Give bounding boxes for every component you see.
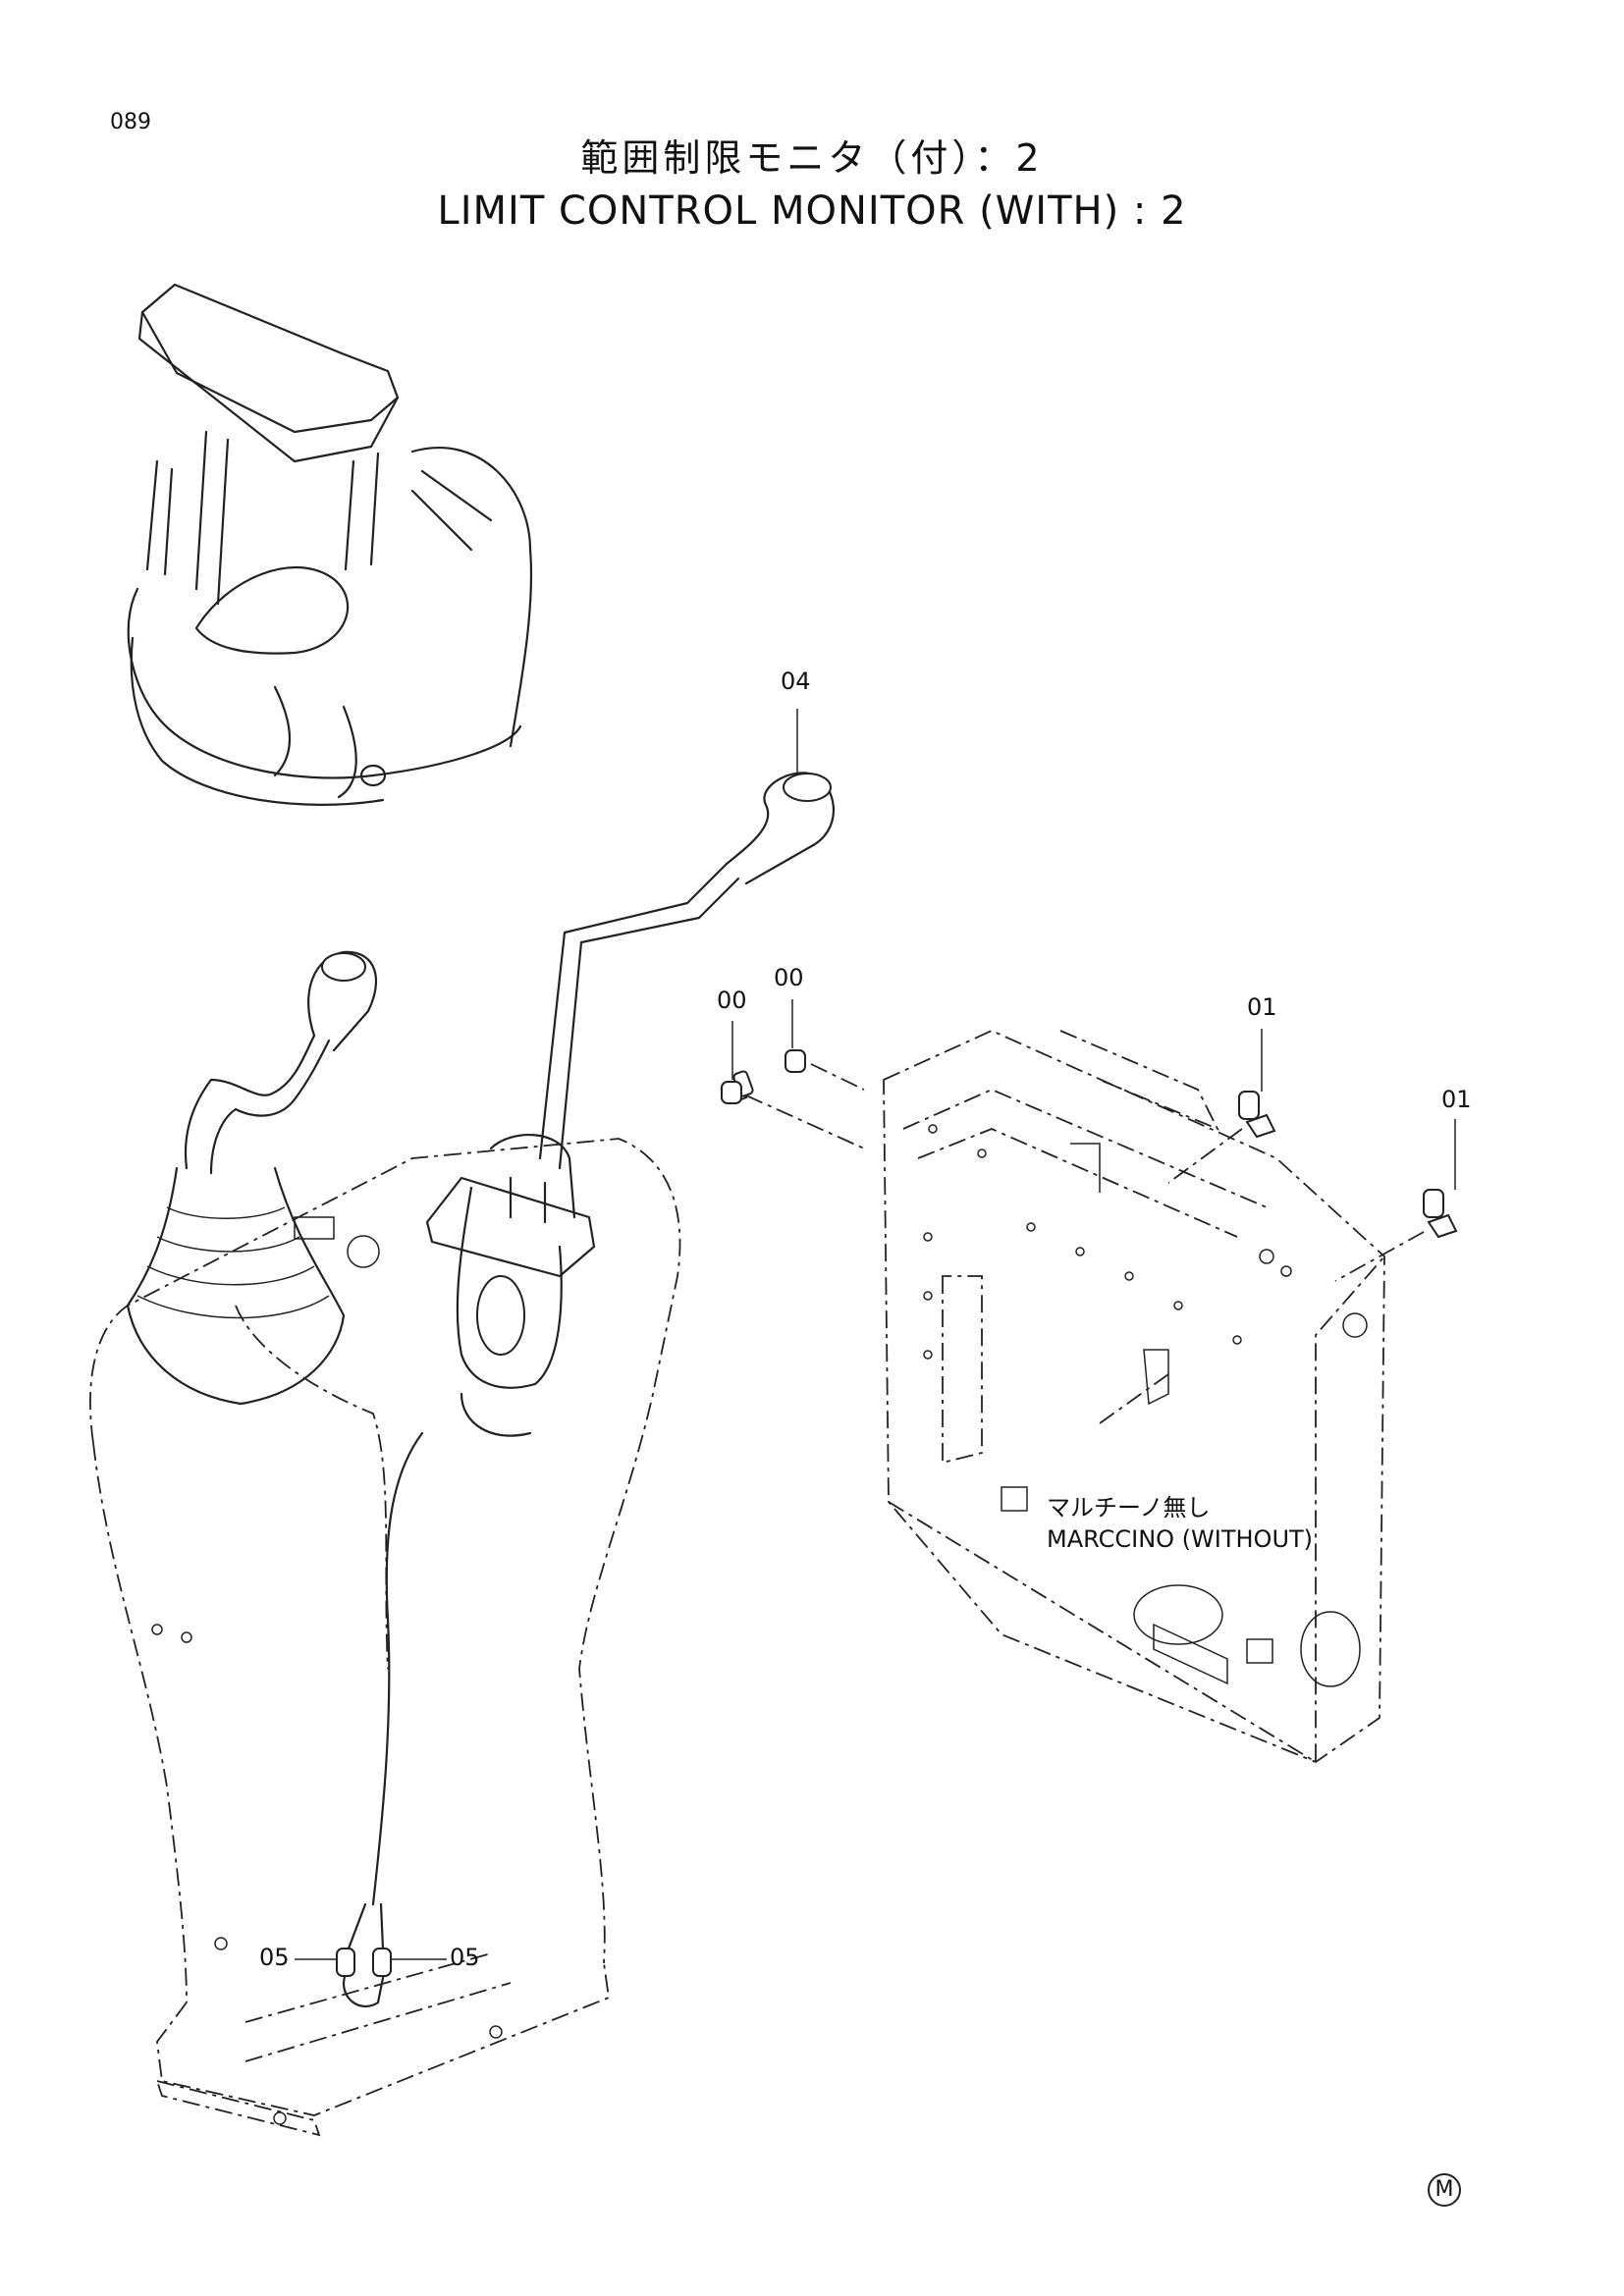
machine-overview-illustration [127,283,533,806]
callout-part-05-right: 05 [450,1944,480,1971]
variant-note-en: MARCCINO (WITHOUT) [1047,1525,1314,1553]
callout-part-04: 04 [781,667,811,695]
leader-lines [295,709,1456,1960]
callout-part-00-b: 00 [774,964,804,991]
page-number: 089 [110,110,151,134]
callout-part-05-left: 05 [259,1944,290,1971]
variant-note: マルチーノ無し MARCCINO (WITHOUT) [1047,1492,1313,1555]
callout-part-01-b: 01 [1441,1086,1472,1113]
control-console-illustration [89,772,835,2137]
frame-bracket-illustration [883,1030,1385,1764]
fastener-screws [720,1049,1458,1239]
title-english: LIMIT CONTROL MONITOR (WITH) : 2 [437,188,1187,234]
callout-part-00-a: 00 [717,987,747,1014]
title-japanese: 範囲制限モニタ（付）：2 [580,136,1044,180]
variant-note-jp: マルチーノ無し [1047,1494,1211,1522]
circled-m-mark: M [1428,2173,1461,2207]
callout-part-01-a: 01 [1247,993,1277,1021]
